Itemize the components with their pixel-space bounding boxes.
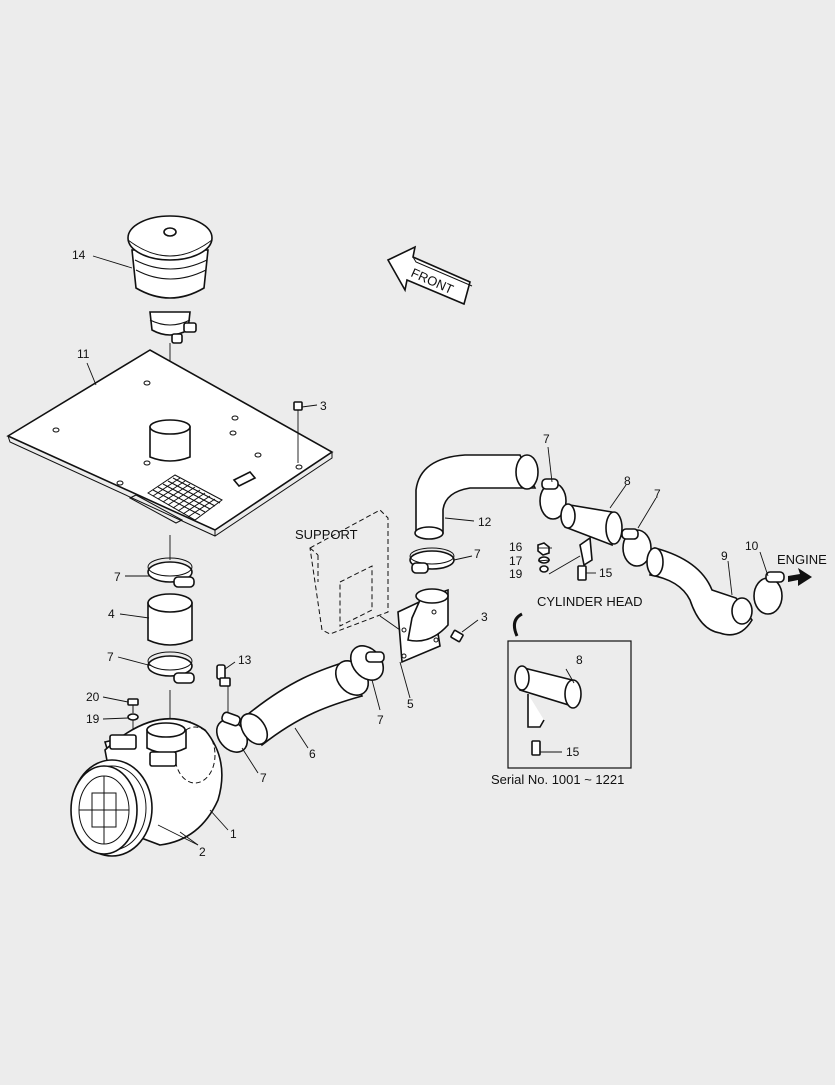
- callout-5: 5: [407, 697, 414, 711]
- restriction-indicator: [216, 664, 231, 715]
- callout-4: 4: [108, 607, 115, 621]
- support-bracket: [309, 509, 389, 635]
- callout-1: 1: [230, 827, 237, 841]
- callout-7-pipe-clamp: 7: [654, 487, 661, 501]
- elbow-5: [397, 588, 449, 664]
- hose-clamp-12a: [409, 547, 455, 574]
- callout-9: 9: [721, 549, 728, 563]
- hose-9: [646, 547, 753, 636]
- callout-14: 14: [72, 248, 86, 262]
- bolt-3-top: [293, 401, 303, 463]
- engine-arrow: [788, 568, 812, 586]
- text-labels: SUPPORT ENGINE CYLINDER HEAD Serial No. …: [295, 527, 827, 787]
- callout-3-elbow: 3: [481, 610, 488, 624]
- air-cleaner: [70, 717, 223, 857]
- callout-2: 2: [199, 845, 206, 859]
- bolt-3-elbow: [450, 629, 464, 643]
- cylinder-head-inset: [507, 612, 632, 769]
- hose-4: [147, 593, 193, 646]
- callout-13: 13: [238, 653, 252, 667]
- callout-8: 8: [624, 474, 631, 488]
- callout-12: 12: [478, 515, 492, 529]
- callout-7-elbow-clamp: 7: [474, 547, 481, 561]
- fasteners-16-17-19: [537, 542, 587, 581]
- support-label: SUPPORT: [295, 527, 358, 542]
- hose-clamp-6b: [349, 645, 385, 681]
- callout-17: 17: [509, 554, 523, 568]
- callout-6: 6: [309, 747, 316, 761]
- hose-12: [414, 454, 539, 540]
- cylinder-head-label: CYLINDER HEAD: [537, 594, 642, 609]
- callout-numbers: 14 11 3 7 4 7 13 20 19 2 1 6 7 7 5 3 7 1…: [72, 248, 759, 859]
- mounting-plate: [6, 349, 334, 537]
- callout-11: 11: [77, 347, 90, 361]
- callout-10: 10: [745, 539, 759, 553]
- leader-lines: [86, 255, 769, 846]
- engine-label: ENGINE: [777, 552, 827, 567]
- callout-19-left: 19: [86, 712, 100, 726]
- callout-8-inset: 8: [576, 653, 583, 667]
- callout-20: 20: [86, 690, 100, 704]
- callout-7-hose12-clamp: 7: [543, 432, 550, 446]
- callout-7-hose6-left: 7: [260, 771, 267, 785]
- callout-15: 15: [599, 566, 613, 580]
- callout-3-top: 3: [320, 399, 327, 413]
- callout-7-lower-clamp: 7: [107, 650, 114, 664]
- serial-label: Serial No. 1001 ~ 1221: [491, 772, 624, 787]
- pipe-8: [560, 503, 623, 567]
- hose-clamp-8a: [539, 478, 567, 520]
- callout-16: 16: [509, 540, 523, 554]
- hose-clamp-10: [753, 571, 785, 615]
- callout-15-inset: 15: [566, 745, 580, 759]
- hose-clamp-9a: [621, 528, 652, 567]
- hose-clamp-upper: [147, 557, 195, 588]
- callout-7-upper-clamp: 7: [114, 570, 121, 584]
- hose-clamp-lower: [147, 651, 195, 684]
- pre-cleaner: [127, 215, 213, 344]
- callout-7-hose6-right: 7: [377, 713, 384, 727]
- callout-19-right: 19: [509, 567, 523, 581]
- front-arrow: FRONT: [386, 245, 473, 306]
